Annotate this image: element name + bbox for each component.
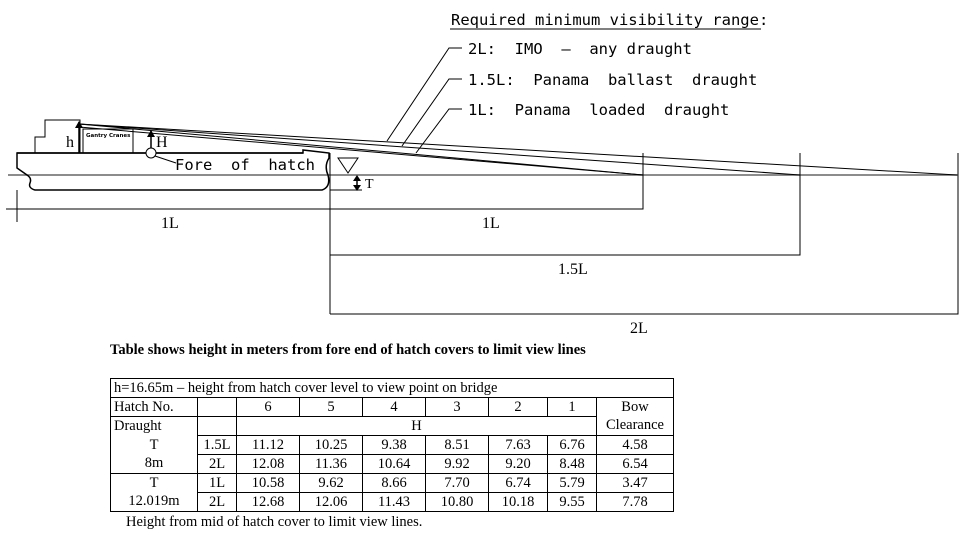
- legend-item-2L: 2L: IMO – any draught: [468, 40, 692, 58]
- svg-text:T: T: [365, 177, 374, 192]
- svg-text:H: H: [156, 134, 168, 151]
- table-row: T 1.5L 11.12 10.25 9.38 8.51 7.63 6.76 4…: [110, 435, 674, 455]
- hatch-row: Hatch No. 6 5 4 3 2 1 Bow: [110, 397, 674, 417]
- legend-item-15L: 1.5L: Panama ballast draught: [468, 71, 757, 89]
- table-footnote: Height from mid of hatch cover to limit …: [126, 514, 423, 530]
- height-table: h=16.65m – height from hatch cover level…: [110, 378, 674, 512]
- legend-title: Required minimum visibility range:: [451, 11, 768, 29]
- gantry-cranes-label: Gantry Cranes: [86, 133, 131, 139]
- range-2L-label: 2L: [630, 320, 648, 337]
- table-header-note-row: h=16.65m – height from hatch cover level…: [110, 378, 674, 398]
- range-brackets: [16, 153, 959, 315]
- hatch-fore-marker: [145, 147, 157, 159]
- visibility-diagram: Required minimum visibility range: 2L: I…: [6, 11, 959, 337]
- legend-item-1L: 1L: Panama loaded draught: [468, 101, 729, 119]
- table-row: 12.019m 2L 12.68 12.06 11.43 10.80 10.18…: [110, 492, 674, 512]
- table-row: 8m 2L 12.08 11.36 10.64 9.92 9.20 8.48 6…: [110, 454, 674, 474]
- svg-text:h: h: [66, 134, 74, 151]
- table-row: T 1L 10.58 9.62 8.66 7.70 6.74 5.79 3.47: [110, 473, 674, 493]
- view-lines: [78, 123, 958, 176]
- range-1L-label: 1L: [482, 215, 500, 232]
- draught-label-row: Draught H Clearance: [110, 416, 674, 436]
- draught-marker: T: [330, 157, 374, 192]
- ship-hull: [16, 149, 330, 191]
- legend-leaders: [386, 47, 462, 154]
- range-15L-label: 1.5L: [558, 261, 588, 278]
- reference-lines: [6, 174, 958, 210]
- ship-length-label: 1L: [161, 215, 179, 232]
- fore-of-hatch-label: Fore of hatch: [175, 156, 315, 174]
- table-caption: Table shows height in meters from fore e…: [110, 342, 586, 358]
- header-note: h=16.65m – height from hatch cover level…: [110, 378, 674, 398]
